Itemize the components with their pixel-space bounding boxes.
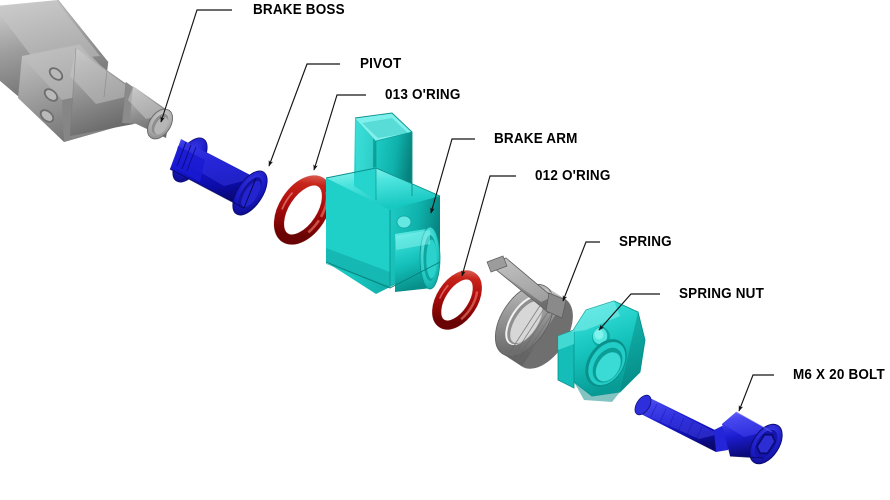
label-spring: SPRING <box>619 234 672 250</box>
leader-line-brake-boss <box>160 9 232 123</box>
leader-lines <box>160 9 774 412</box>
part-bolt-m6x20[interactable] <box>632 392 789 469</box>
part-spring-nut[interactable] <box>557 300 646 402</box>
leader-line-oring-013 <box>313 94 366 171</box>
part-pivot[interactable] <box>166 132 274 221</box>
part-oring-013[interactable] <box>269 172 337 248</box>
flange-holes <box>39 67 64 123</box>
leader-line-spring <box>562 241 600 302</box>
leader-line-oring-012 <box>461 175 516 277</box>
label-pivot: PIVOT <box>360 56 402 72</box>
label-oring-012: 012 O'RING <box>535 168 611 184</box>
label-bolt-m6x20: M6 X 20 BOLT <box>793 367 885 383</box>
leader-line-bolt-m6x20 <box>738 374 774 412</box>
label-brake-boss: BRAKE BOSS <box>253 2 345 18</box>
part-brake-boss[interactable] <box>0 0 178 144</box>
label-spring-nut: SPRING NUT <box>679 286 765 302</box>
part-brake-arm[interactable] <box>325 112 441 294</box>
label-oring-013: 013 O'RING <box>385 87 461 103</box>
leader-line-spring-nut <box>598 293 660 331</box>
part-oring-012[interactable] <box>428 268 485 332</box>
leader-line-brake-arm <box>430 138 475 214</box>
leader-line-pivot <box>268 63 340 167</box>
label-brake-arm: BRAKE ARM <box>494 131 578 147</box>
